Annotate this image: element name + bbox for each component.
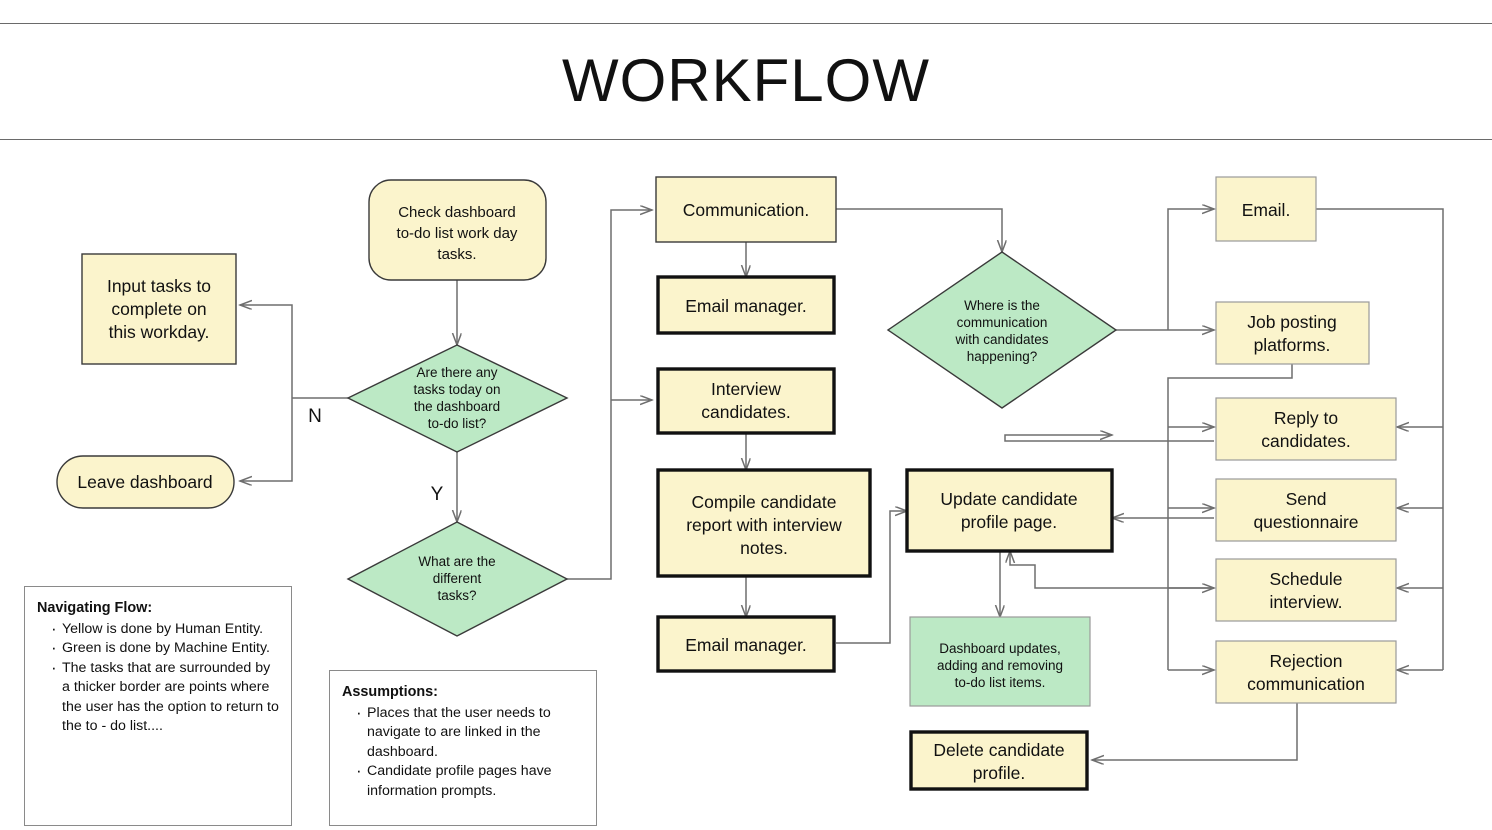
legend-assumptions-item: Candidate profile pages have information… — [356, 761, 586, 801]
edge-no-bus-up — [240, 305, 293, 398]
legend-assumptions: Assumptions: Places that the user needs … — [329, 670, 597, 826]
node-compile-report-line-2: report with interview — [686, 515, 842, 535]
node-communication[interactable]: Communication. — [655, 176, 837, 243]
node-rejection-line-1: Rejection — [1270, 651, 1343, 671]
node-input-tasks-line-3: this workday. — [109, 322, 210, 342]
node-schedule-interview[interactable]: Schedule interview. — [1215, 558, 1397, 622]
node-compile-report[interactable]: Compile candidate report with interview … — [656, 468, 872, 578]
legend-navigating-list: Yellow is done by Human Entity. Green is… — [37, 619, 281, 737]
node-reply-candidates-line-2: candidates. — [1261, 431, 1351, 451]
node-email-manager-bottom[interactable]: Email manager. — [656, 615, 836, 673]
node-check-dashboard-line-1: Check dashboard — [398, 204, 516, 221]
legend-assumptions-list: Places that the user needs to navigate t… — [342, 703, 586, 802]
node-send-questionnaire-line-1: Send — [1286, 489, 1327, 509]
edge-schedule-to-update — [1010, 551, 1214, 589]
connector-lines — [240, 208, 1444, 760]
node-email[interactable]: Email. — [1215, 176, 1317, 242]
edge-where-to-email — [1167, 209, 1214, 330]
node-delete-profile-line-2: profile. — [973, 763, 1026, 783]
edge-different-tasks-right — [567, 210, 652, 580]
node-compile-report-line-1: Compile candidate — [692, 492, 837, 512]
edge-label-yes: Y — [431, 484, 444, 505]
node-schedule-interview-line-2: interview. — [1270, 592, 1343, 612]
node-where-communication-decision[interactable]: Where is the communication with candidat… — [886, 251, 1118, 409]
node-input-tasks-line-1: Input tasks to — [107, 276, 211, 296]
node-where-communication-line-3: with candidates — [954, 332, 1048, 347]
node-job-posting-line-2: platforms. — [1254, 335, 1331, 355]
legend-navigating-title: Navigating Flow: — [37, 600, 153, 616]
node-tasks-today-line-3: the dashboard — [414, 399, 500, 414]
legend-navigating-flow: Navigating Flow: Yellow is done by Human… — [24, 586, 292, 826]
edge-no-bus-down — [240, 398, 293, 481]
node-communication-label: Communication. — [683, 200, 809, 220]
node-check-dashboard-line-2: to-do list work day — [397, 225, 518, 242]
node-where-communication-line-1: Where is the — [964, 298, 1040, 313]
node-send-questionnaire[interactable]: Send questionnaire — [1215, 478, 1397, 542]
edge-email-manager-to-update — [836, 511, 907, 644]
node-check-dashboard-line-3: tasks. — [437, 246, 476, 263]
legend-navigating-item: Yellow is done by Human Entity. — [51, 619, 281, 640]
node-email-label: Email. — [1242, 200, 1291, 220]
legend-assumptions-item: Places that the user needs to navigate t… — [356, 703, 586, 763]
node-dashboard-updates[interactable]: Dashboard updates, adding and removing t… — [909, 616, 1091, 707]
node-different-tasks-line-2: different — [433, 571, 482, 586]
node-update-profile-line-2: profile page. — [961, 512, 1057, 532]
node-leave-dashboard-label: Leave dashboard — [77, 472, 212, 492]
node-input-tasks[interactable]: Input tasks to complete on this workday. — [81, 253, 237, 365]
node-delete-candidate-profile[interactable]: Delete candidate profile. — [909, 730, 1089, 791]
node-different-tasks-line-3: tasks? — [437, 588, 476, 603]
node-rejection-line-2: communication — [1247, 674, 1365, 694]
node-dashboard-updates-line-3: to-do list items. — [955, 675, 1046, 690]
node-tasks-today-line-1: Are there any — [416, 365, 497, 380]
node-dashboard-updates-line-2: adding and removing — [937, 658, 1063, 673]
node-interview-candidates-line-1: Interview — [711, 379, 781, 399]
node-reply-candidates-line-1: Reply to — [1274, 408, 1338, 428]
node-update-profile-line-1: Update candidate — [940, 489, 1077, 509]
node-tasks-today-line-4: to-do list? — [428, 416, 487, 431]
edge-rejection-to-delete — [1092, 703, 1298, 760]
node-email-manager-bottom-label: Email manager. — [685, 635, 807, 655]
node-interview-candidates[interactable]: Interview candidates. — [656, 367, 836, 435]
node-leave-dashboard[interactable]: Leave dashboard — [56, 455, 235, 509]
node-check-dashboard[interactable]: Check dashboard to-do list work day task… — [368, 179, 547, 281]
node-send-questionnaire-line-2: questionnaire — [1253, 512, 1358, 532]
edge-email-right-bus — [1316, 208, 1444, 670]
node-dashboard-updates-line-1: Dashboard updates, — [939, 641, 1061, 656]
node-job-posting-line-1: Job posting — [1247, 312, 1337, 332]
node-compile-report-line-3: notes. — [740, 538, 788, 558]
node-different-tasks-decision[interactable]: What are the different tasks? — [346, 521, 569, 637]
header-divider-bottom — [0, 139, 1492, 140]
node-where-communication-line-2: communication — [957, 315, 1048, 330]
node-input-tasks-line-2: complete on — [111, 299, 206, 319]
node-tasks-today-line-2: tasks today on — [413, 382, 500, 397]
header-divider-top — [0, 23, 1492, 24]
edge-job-posting-down — [1167, 364, 1293, 670]
node-rejection-communication[interactable]: Rejection communication — [1215, 640, 1397, 704]
node-email-manager-top-label: Email manager. — [685, 296, 807, 316]
page-title: WORKFLOW — [562, 47, 930, 114]
legend-navigating-item: Green is done by Machine Entity. — [51, 638, 281, 659]
legend-navigating-item: The tasks that are surrounded by a thick… — [51, 658, 281, 737]
edge-label-no: N — [308, 406, 322, 427]
node-schedule-interview-line-1: Schedule — [1270, 569, 1343, 589]
node-update-candidate-profile[interactable]: Update candidate profile page. — [905, 468, 1114, 553]
node-email-manager-top[interactable]: Email manager. — [656, 275, 836, 335]
edge-reply-to-update — [1004, 435, 1214, 442]
node-reply-to-candidates[interactable]: Reply to candidates. — [1215, 397, 1397, 461]
node-where-communication-line-4: happening? — [967, 349, 1038, 364]
edge-communication-to-where — [836, 208, 1002, 252]
node-delete-profile-line-1: Delete candidate — [933, 740, 1064, 760]
node-tasks-today-decision[interactable]: Are there any tasks today on the dashboa… — [346, 344, 569, 453]
node-different-tasks-line-1: What are the — [418, 554, 495, 569]
node-job-posting-platforms[interactable]: Job posting platforms. — [1215, 301, 1370, 365]
node-interview-candidates-line-2: candidates. — [701, 402, 791, 422]
legend-assumptions-title: Assumptions: — [342, 684, 438, 700]
